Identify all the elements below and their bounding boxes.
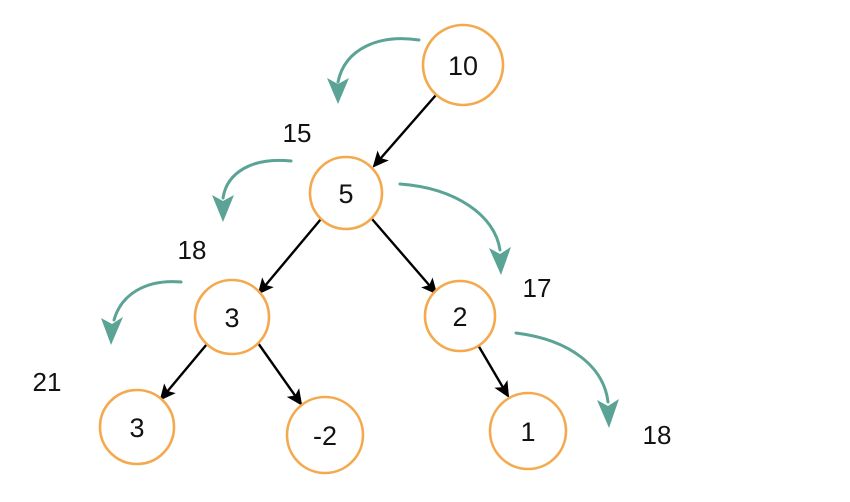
edge-2-to-1 (476, 344, 510, 398)
node-circle-5[interactable] (308, 155, 384, 231)
node-circle-10[interactable] (421, 23, 505, 107)
tree-node-2[interactable]: 2 (423, 279, 497, 353)
annotation-arrows (101, 37, 619, 428)
annotation-arrow-15 (327, 37, 421, 104)
annotation-arrow-18-left (212, 158, 293, 222)
annotation-label-21: 21 (33, 367, 62, 397)
tree-node-minus2[interactable]: -2 (285, 395, 365, 475)
node-label-1: 1 (520, 417, 535, 447)
edge-5-to-3 (257, 218, 322, 295)
node-label-3-leaf: 3 (129, 413, 144, 443)
node-label-5: 5 (338, 179, 353, 209)
tree-node-3-left[interactable]: 3 (193, 278, 271, 356)
node-circle-2[interactable] (423, 279, 497, 353)
tree-node-3-leaf[interactable]: 3 (98, 388, 176, 466)
edge-3-to-minus2 (257, 342, 303, 406)
node-circle-3-leaf[interactable] (98, 388, 176, 466)
annotation-arrow-21 (101, 280, 183, 345)
tree-edges (159, 94, 510, 406)
annotation-label-15: 15 (283, 118, 312, 148)
tree-node-1[interactable]: 1 (488, 391, 568, 471)
tree-node-10[interactable]: 10 (421, 23, 505, 107)
annotation-arrow-18-right (514, 331, 619, 428)
annotation-arrow-17 (398, 182, 511, 275)
tree-nodes: 10 5 3 2 3 -2 (98, 23, 568, 475)
edge-3-to-3 (159, 343, 208, 401)
node-label-minus2: -2 (313, 421, 337, 451)
node-circle-minus2[interactable] (285, 395, 365, 475)
node-circle-3-left[interactable] (193, 278, 271, 356)
annotation-label-17: 17 (523, 273, 552, 303)
node-circle-1[interactable] (488, 391, 568, 471)
annotation-label-18-right: 18 (643, 420, 672, 450)
node-label-10: 10 (448, 51, 478, 81)
annotation-label-18-left: 18 (178, 235, 207, 265)
edge-5-to-2 (371, 218, 438, 295)
node-label-3-left: 3 (224, 303, 239, 333)
tree-node-5[interactable]: 5 (308, 155, 384, 231)
edge-10-to-5 (372, 94, 437, 168)
annotation-labels: 15 18 21 17 18 (33, 118, 672, 450)
node-label-2: 2 (452, 302, 467, 332)
